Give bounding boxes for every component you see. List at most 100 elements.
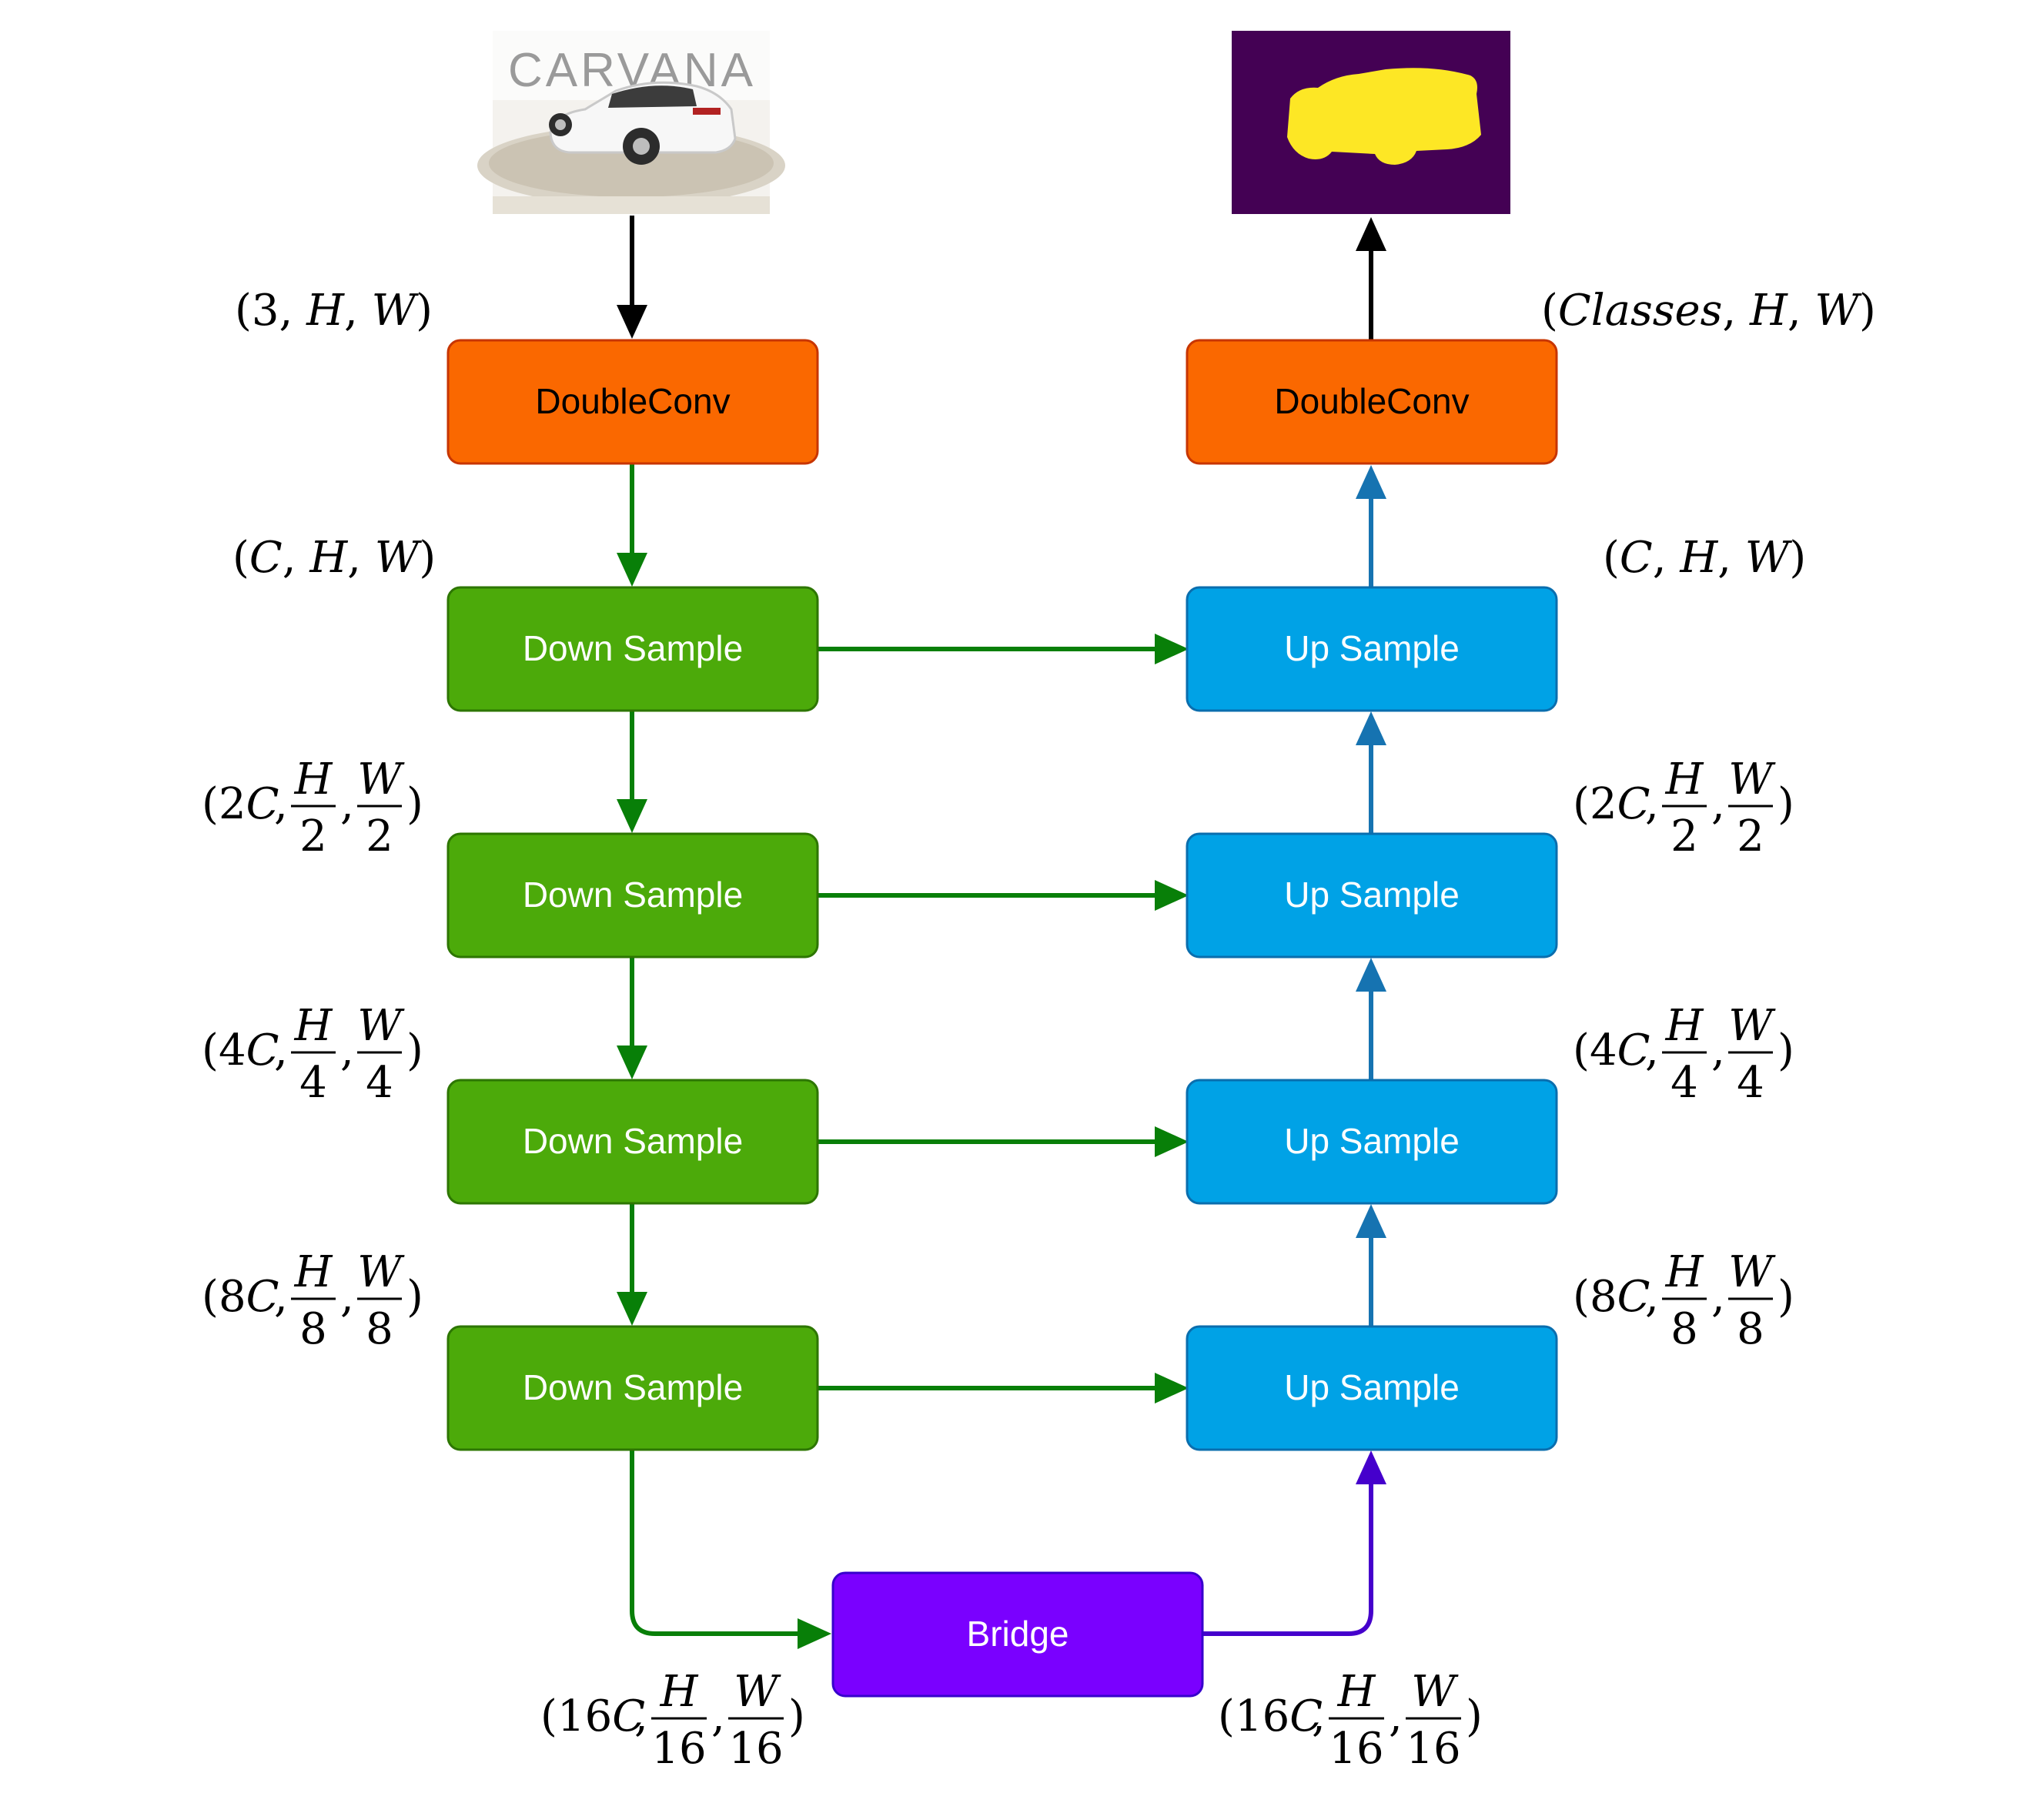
height-fraction-numerator: H <box>660 1667 699 1717</box>
paren-close: ) <box>406 1272 423 1322</box>
shape-label-decoder-1: (2C,H2,W2) <box>1573 754 1794 861</box>
height-fraction-denominator: 8 <box>1671 1304 1698 1354</box>
down-sample-label: Down Sample <box>523 875 743 915</box>
down-sample-block-2: Down Sample <box>446 832 819 959</box>
height-fraction-numerator: H <box>294 1247 333 1297</box>
paren-close: ) <box>1778 1272 1794 1322</box>
arrow-encoder-2 <box>617 957 647 1079</box>
arrow-decoder-0 <box>1356 465 1386 587</box>
paren-open: ( <box>1573 1025 1590 1076</box>
height-fraction-numerator: H <box>294 754 333 805</box>
comma: , <box>1389 1691 1403 1741</box>
paren-close: ) <box>406 779 423 829</box>
shape-label-encoder-3: (8C,H8,W8) <box>202 1247 423 1354</box>
width-fraction-denominator: 16 <box>1406 1724 1460 1774</box>
shape-label-input: (3, H, W) <box>235 286 433 336</box>
shape-label-encoder-1: (2C,H2,W2) <box>202 754 423 861</box>
up-sample-label: Up Sample <box>1284 628 1460 668</box>
height-fraction-denominator: 4 <box>1671 1058 1698 1108</box>
up-sample-block-3: Up Sample <box>1186 1079 1558 1205</box>
height-fraction-denominator: 2 <box>1671 811 1698 861</box>
width-fraction-numerator: W <box>357 1247 405 1297</box>
width-fraction-numerator: W <box>357 1001 405 1051</box>
channels-label: 2C <box>219 779 279 829</box>
comma: , <box>634 1691 648 1741</box>
height-fraction-numerator: H <box>1337 1667 1376 1717</box>
shape-label-bridge-out: (16C,H16,W16) <box>1218 1667 1483 1774</box>
comma: , <box>1711 1272 1725 1322</box>
arrow-decoder-2 <box>1356 958 1386 1079</box>
height-fraction-numerator: H <box>1665 1001 1704 1051</box>
paren-close: ) <box>406 1025 423 1076</box>
comma: , <box>1645 1272 1659 1322</box>
up-sample-label: Up Sample <box>1284 1121 1460 1161</box>
decoder-doubleconv-block: DoubleConv <box>1186 339 1558 465</box>
down-sample-label: Down Sample <box>523 1367 743 1407</box>
width-fraction-denominator: 2 <box>366 811 393 861</box>
comma: , <box>1711 779 1725 829</box>
height-fraction-denominator: 8 <box>299 1304 327 1354</box>
channels-label: 8C <box>1590 1272 1650 1322</box>
channels-label: 8C <box>219 1272 279 1322</box>
height-fraction-numerator: H <box>294 1001 333 1051</box>
channels-label: 4C <box>1590 1025 1650 1076</box>
comma: , <box>340 779 354 829</box>
encoder-column: DoubleConv Down Sample Down Sample Down … <box>446 339 819 1451</box>
encoder-doubleconv-block: DoubleConv <box>446 339 819 465</box>
up-sample-label: Up Sample <box>1284 875 1460 915</box>
comma: , <box>1711 1025 1725 1076</box>
paren-open: ( <box>1218 1691 1235 1741</box>
shape-label-decoder-0: (C, H, W) <box>1603 533 1806 583</box>
comma: , <box>340 1272 354 1322</box>
width-fraction-numerator: W <box>1728 1001 1776 1051</box>
comma: , <box>1312 1691 1326 1741</box>
width-fraction-denominator: 4 <box>366 1058 393 1108</box>
shape-label-encoder-2: (4C,H4,W4) <box>202 1001 423 1108</box>
paren-open: ( <box>202 1025 219 1076</box>
comma: , <box>340 1025 354 1076</box>
width-fraction-numerator: W <box>1728 1247 1776 1297</box>
arrows <box>617 216 1386 1649</box>
channels-label: 16C <box>557 1691 645 1741</box>
up-sample-block-1: Up Sample <box>1186 586 1558 712</box>
paren-open: ( <box>1573 779 1590 829</box>
up-sample-label: Up Sample <box>1284 1367 1460 1407</box>
up-sample-block-4: Up Sample <box>1186 1325 1558 1451</box>
width-fraction-denominator: 8 <box>366 1304 393 1354</box>
comma: , <box>274 779 288 829</box>
down-sample-label: Down Sample <box>523 1121 743 1161</box>
width-fraction-denominator: 8 <box>1737 1304 1764 1354</box>
shape-label-decoder-2: (4C,H4,W4) <box>1573 1001 1794 1108</box>
arrow-encoder-to-bridge <box>630 1450 831 1649</box>
width-fraction-numerator: W <box>734 1667 781 1717</box>
width-fraction-numerator: W <box>1411 1667 1459 1717</box>
height-fraction-numerator: H <box>1665 1247 1704 1297</box>
height-fraction-denominator: 16 <box>651 1724 706 1774</box>
arrow-decoder-1 <box>1356 711 1386 833</box>
paren-open: ( <box>1573 1272 1590 1322</box>
arrow-encoder-1 <box>617 711 647 833</box>
down-sample-block-3: Down Sample <box>446 1079 819 1205</box>
bridge-label: Bridge <box>967 1614 1069 1654</box>
paren-open: ( <box>540 1691 557 1741</box>
decoder-column: DoubleConv Up Sample Up Sample Up Sample… <box>1186 339 1558 1451</box>
shape-label-output: (Classes, H, W) <box>1541 286 1876 336</box>
width-fraction-numerator: W <box>357 754 405 805</box>
width-fraction-denominator: 4 <box>1737 1058 1764 1108</box>
up-sample-block-2: Up Sample <box>1186 832 1558 959</box>
down-sample-label: Down Sample <box>523 628 743 668</box>
comma: , <box>274 1025 288 1076</box>
arrow-encoder-3 <box>617 1203 647 1326</box>
bridge-block: Bridge <box>831 1571 1204 1698</box>
channels-label: 16C <box>1235 1691 1323 1741</box>
encoder-doubleconv-label: DoubleConv <box>535 381 730 421</box>
width-fraction-denominator: 2 <box>1737 811 1764 861</box>
car-mask <box>1287 68 1481 165</box>
down-sample-block-1: Down Sample <box>446 586 819 712</box>
output-mask-image <box>1232 31 1510 214</box>
decoder-doubleconv-label: DoubleConv <box>1274 381 1469 421</box>
arrow-encoder-0 <box>617 464 647 587</box>
channels-label: 4C <box>219 1025 279 1076</box>
skip-connection-1 <box>818 634 1189 664</box>
shape-label-decoder-3: (8C,H8,W8) <box>1573 1247 1794 1354</box>
